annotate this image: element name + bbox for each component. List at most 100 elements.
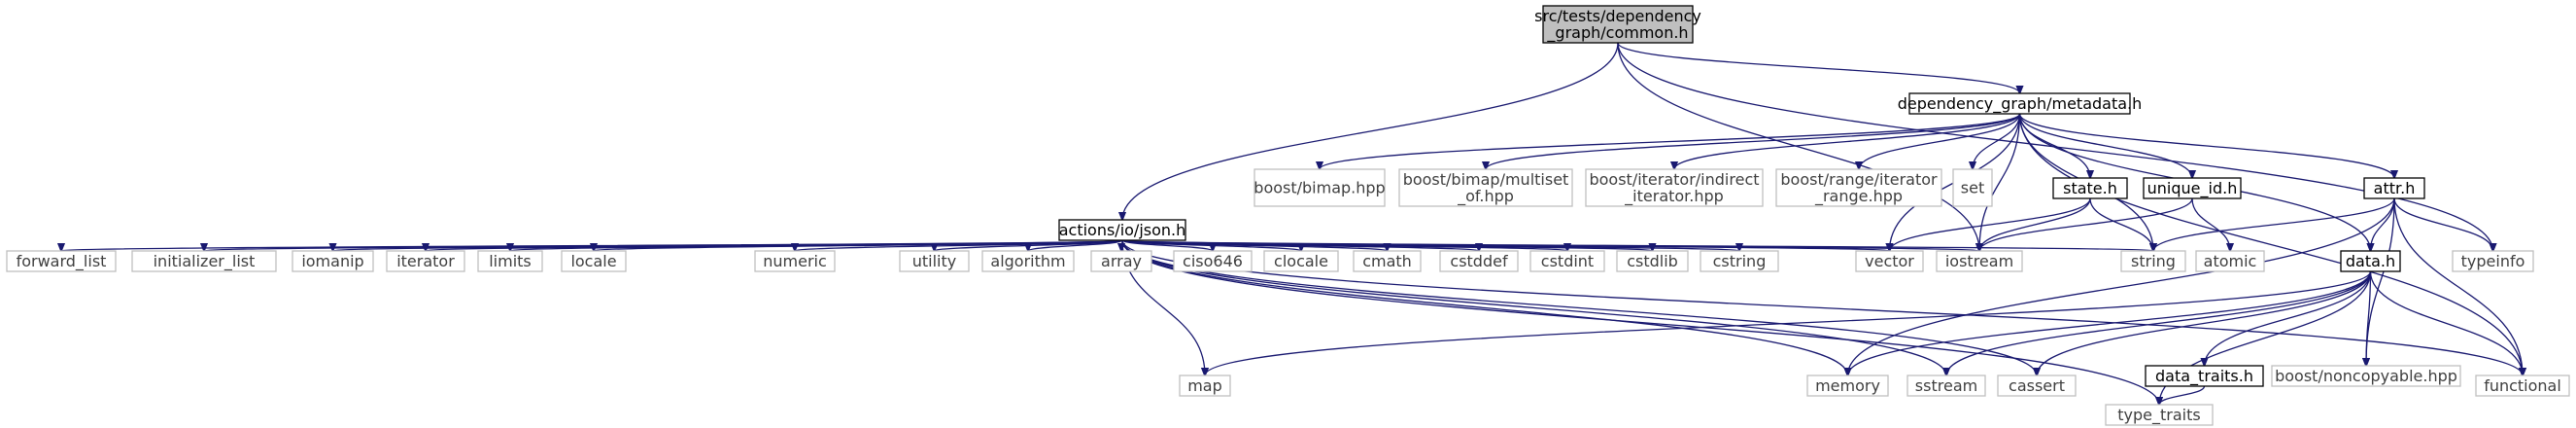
node-functional-box <box>2475 374 2570 397</box>
node-cstddef-box <box>1439 250 1519 272</box>
node-indirect-box <box>1585 168 1764 207</box>
node-range-label: boost/range/iterator <box>1780 170 1938 189</box>
edge-attr-to-typeinfo <box>2393 197 2493 251</box>
node-vector: vector <box>1855 250 1924 272</box>
edge-metadata-to-indirect <box>1674 113 2021 169</box>
node-clocale-box <box>1263 250 1339 272</box>
node-unique_id-box <box>2143 177 2242 199</box>
node-clocale: clocale <box>1263 250 1339 272</box>
node-unique_id-label: unique_id.h <box>2147 179 2238 198</box>
node-multiset: boost/bimap/multiset_of.hpp <box>1398 168 1573 207</box>
node-state[interactable]: state.h <box>2052 177 2128 199</box>
edge-data-to-memory <box>1848 270 2372 375</box>
node-functional: functional <box>2475 374 2570 397</box>
edge-data-to-data_traits <box>2205 270 2372 366</box>
node-algorithm-box <box>981 250 1075 272</box>
node-functional-label: functional <box>2484 376 2561 395</box>
node-locale: locale <box>561 250 627 272</box>
node-data_traits-box <box>2145 365 2264 387</box>
edge-attr-to-string <box>2153 197 2395 251</box>
edge-unique_id-to-atomic <box>2191 197 2230 251</box>
node-sstream: sstream <box>1906 374 1986 397</box>
edge-data-to-functional <box>2369 270 2524 375</box>
edge-state-to-vector <box>1890 197 2091 251</box>
edge-common-to-iostream <box>1617 42 1979 251</box>
node-unique_id[interactable]: unique_id.h <box>2143 177 2242 199</box>
edge-unique_id-to-iostream <box>1979 197 2193 251</box>
node-cstddef: cstddef <box>1439 250 1519 272</box>
node-map-box <box>1179 374 1231 397</box>
node-attr-label: attr.h <box>2374 179 2416 197</box>
node-iomanip-label: iomanip <box>301 252 363 270</box>
node-common[interactable]: src/tests/dependency_graph/common.h <box>1534 5 1701 44</box>
node-limits-box <box>477 250 543 272</box>
node-sstream-label: sstream <box>1915 376 1977 395</box>
node-bimap-label: boost/bimap.hpp <box>1254 179 1385 197</box>
node-iterator: iterator <box>386 250 465 272</box>
node-memory: memory <box>1806 374 1889 397</box>
node-algorithm-label: algorithm <box>990 252 1065 270</box>
edge-metadata-to-iostream <box>1979 113 2021 251</box>
node-indirect-label: boost/iterator/indirect <box>1589 170 1759 189</box>
node-initializer_list: initializer_list <box>131 250 277 272</box>
node-cstddef-label: cstddef <box>1450 252 1508 270</box>
node-locale-box <box>561 250 627 272</box>
edge-common-to-json <box>1122 42 1619 220</box>
node-cstdlib: cstdlib <box>1616 250 1689 272</box>
edge-metadata-to-bimap <box>1320 113 2021 169</box>
node-atomic-label: atomic <box>2204 252 2257 270</box>
node-array-box <box>1090 250 1152 272</box>
node-metadata[interactable]: dependency_graph/metadata.h <box>1898 92 2143 115</box>
node-limits: limits <box>477 250 543 272</box>
node-cmath-label: cmath <box>1362 252 1412 270</box>
node-metadata-label: dependency_graph/metadata.h <box>1898 94 2143 114</box>
node-ciso646: ciso646 <box>1173 250 1253 272</box>
node-atomic: atomic <box>2195 250 2265 272</box>
node-cstring-box <box>1700 250 1779 272</box>
node-noncopyable-box <box>2271 365 2461 387</box>
node-initializer_list-label: initializer_list <box>154 252 256 271</box>
edge-data-to-noncopyable <box>2366 270 2372 366</box>
node-json-box <box>1058 219 1186 241</box>
node-memory-box <box>1806 374 1889 397</box>
node-set-label: set <box>1961 179 1984 197</box>
edge-metadata-to-attr <box>2018 113 2395 178</box>
node-utility-label: utility <box>912 252 957 270</box>
node-string: string <box>2120 250 2186 272</box>
node-attr[interactable]: attr.h <box>2363 177 2425 199</box>
node-forward_list-label: forward_list <box>17 252 107 271</box>
edge-data-to-cassert <box>2037 270 2372 375</box>
node-cassert-label: cassert <box>2009 376 2065 395</box>
node-cstring-label: cstring <box>1713 252 1767 270</box>
node-json[interactable]: actions/io/json.h <box>1058 219 1186 241</box>
edge-json-to-sstream <box>1121 239 1946 375</box>
node-common-label: src/tests/dependency <box>1534 7 1701 25</box>
node-numeric-box <box>754 250 836 272</box>
node-map: map <box>1179 374 1231 397</box>
node-common-label: _graph/common.h <box>1546 23 1688 43</box>
node-typeinfo-box <box>2452 250 2534 272</box>
node-bimap: boost/bimap.hpp <box>1254 168 1386 207</box>
node-layer: src/tests/dependency_graph/common.hactio… <box>6 5 2570 426</box>
node-limits-label: limits <box>489 252 532 270</box>
node-cstring: cstring <box>1700 250 1779 272</box>
node-cstdlib-label: cstdlib <box>1627 252 1678 270</box>
node-iostream-box <box>1936 250 2023 272</box>
node-data[interactable]: data.h <box>2340 250 2401 272</box>
edge-state-to-iostream <box>1979 197 2091 251</box>
node-typeinfo: typeinfo <box>2452 250 2534 272</box>
node-data_traits-label: data_traits.h <box>2155 367 2253 386</box>
node-data_traits[interactable]: data_traits.h <box>2145 365 2264 387</box>
node-iostream-label: iostream <box>1945 252 2013 270</box>
edge-metadata-to-unique_id <box>2018 113 2193 178</box>
edge-state-to-string <box>2089 197 2153 251</box>
node-map-label: map <box>1187 376 1222 395</box>
edge-metadata-to-multiset <box>1486 113 2021 169</box>
node-indirect: boost/iterator/indirect_iterator.hpp <box>1585 168 1764 207</box>
node-type_traits-box <box>2105 404 2214 426</box>
node-cassert: cassert <box>1997 374 2077 397</box>
node-range-box <box>1775 168 1942 207</box>
node-noncopyable-label: boost/noncopyable.hpp <box>2275 367 2457 385</box>
node-metadata-box <box>1908 92 2131 115</box>
